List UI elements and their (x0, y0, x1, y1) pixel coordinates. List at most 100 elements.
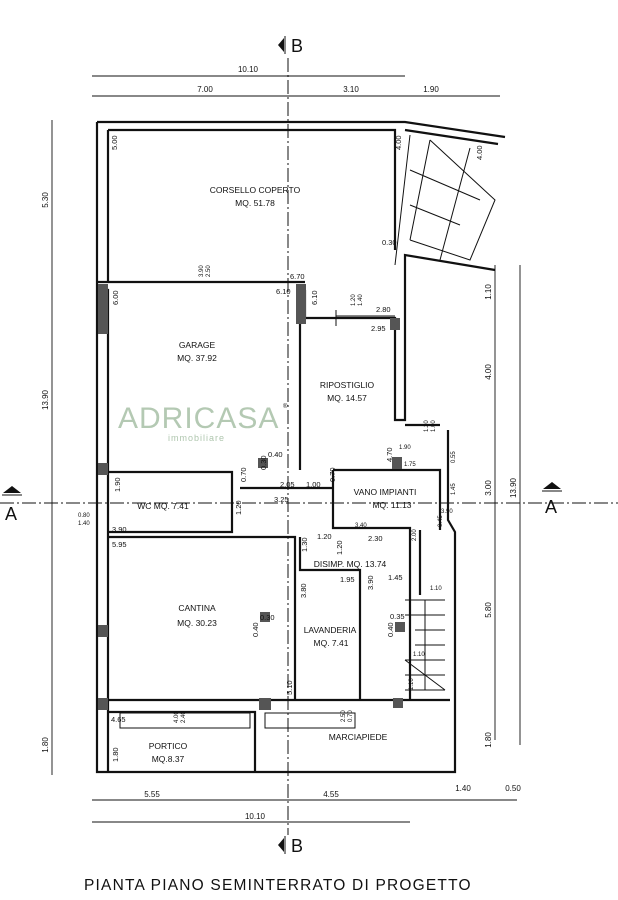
dim-interior: 1.20 (424, 420, 430, 432)
room-marciapiede: MARCIAPIEDE (329, 732, 388, 742)
logo-subtitle: immobiliare (168, 433, 225, 443)
dimension-lines (51, 75, 521, 823)
dim-interior: 6.10 (310, 290, 319, 305)
section-label-bottom: B (291, 836, 303, 856)
dim-interior: 3.90 (366, 575, 375, 590)
dim-interior: 2.00 (412, 529, 418, 541)
dim-interior: 4.00 (394, 135, 403, 150)
dim-bottom-total: 10.10 (245, 812, 266, 821)
dim-right: 4.00 (484, 364, 493, 380)
dim-interior: 5.95 (112, 540, 127, 549)
room-area-ripostiglio: MQ. 14.57 (327, 393, 367, 403)
dim-right-total: 13.90 (509, 477, 518, 498)
dim-interior: 1.90 (399, 445, 411, 451)
dim-interior: 0.45 (438, 515, 444, 527)
section-marker-left: A (2, 486, 22, 524)
dim-interior: 1.40 (78, 521, 90, 527)
dim-interior: 6.00 (111, 290, 120, 305)
dim-interior: 1.45 (451, 483, 457, 495)
dim-interior: 3.90 (441, 509, 453, 515)
dim-interior: 1.90 (113, 477, 122, 492)
dim-interior: 1.00 (306, 480, 321, 489)
dim-interior: 1.00 (431, 420, 437, 432)
room-name-corsello: CORSELLO COPERTO (210, 185, 301, 195)
room-name-garage: GARAGE (179, 340, 216, 350)
dim-interior: 4.65 (111, 715, 126, 724)
room-name-ripostiglio: RIPOSTIGLIO (320, 380, 375, 390)
room-area-vano-impianti: MQ. 11.13 (372, 500, 411, 510)
walls (95, 120, 506, 774)
dim-interior: 5.10 (285, 680, 294, 695)
dim-interior: 6.10 (276, 287, 291, 296)
dim-interior: 0.30 (260, 613, 275, 622)
dim-interior: 1.10 (430, 586, 442, 592)
dim-interior: 3.90 (199, 265, 205, 277)
room-name-vano-impianti: VANO IMPIANTI (354, 487, 417, 497)
room-area-portico: MQ.8.37 (152, 754, 185, 764)
dim-bottom: 0.50 (505, 784, 521, 793)
drawing-title: PIANTA PIANO SEMINTERRATO DI PROGETTO (84, 877, 472, 894)
adricasa-logo: ADRICASA immobiliare ® (118, 402, 288, 443)
dim-interior: 1.30 (300, 537, 309, 552)
dim-interior: 0.70 (348, 710, 354, 722)
dim-interior: 3.25 (274, 495, 289, 504)
dim-interior: 0.30 (382, 238, 397, 247)
dim-interior: 0.40 (268, 450, 283, 459)
dim-interior: 3.40 (355, 523, 367, 529)
dim-bottom: 5.55 (144, 790, 160, 799)
dim-interior: 1.80 (111, 747, 120, 762)
dim-interior: 2.50 (341, 710, 347, 722)
dim-interior: 0.40 (251, 622, 260, 637)
dim-interior: 0.40 (386, 622, 395, 637)
dim-interior: 2.95 (371, 324, 386, 333)
dim-interior: 1.40 (358, 294, 364, 306)
dim-interior: 3.80 (299, 583, 308, 598)
dim-interior: 2.05 (280, 480, 295, 489)
dim-interior: 0.30 (259, 455, 268, 470)
interior-dimensions: 5.00 4.00 4.00 0.30 3.90 2.50 6.70 6.10 … (78, 135, 484, 762)
dim-interior: 1.10 (409, 678, 415, 690)
section-marker-right: A (542, 482, 562, 517)
dim-interior: 5.00 (110, 135, 119, 150)
dim-interior: 4.00 (174, 711, 180, 723)
dim-bottom: 4.55 (323, 790, 339, 799)
room-disimpegno: DISIMP. MQ. 13.74 (314, 559, 387, 569)
logo-text: ADRICASA (118, 402, 279, 435)
room-name-lavanderia: LAVANDERIA (304, 625, 357, 635)
room-name-portico: PORTICO (149, 741, 188, 751)
room-area-cantina: MQ. 30.23 (177, 618, 217, 628)
dim-right: 3.00 (484, 480, 493, 496)
dim-bottom: 1.40 (455, 784, 471, 793)
dim-left: 1.80 (41, 737, 50, 753)
dim-interior: 2.40 (181, 711, 187, 723)
dim-interior: 1.75 (404, 462, 416, 468)
section-marker-bottom: B (278, 836, 303, 856)
dim-interior: 1.20 (317, 532, 332, 541)
dim-interior: 3.90 (112, 525, 127, 534)
section-marker-top: B (278, 36, 303, 56)
dim-interior: 4.70 (385, 447, 394, 462)
dim-interior: 0.80 (78, 513, 90, 519)
dim-top-total: 10.10 (238, 65, 259, 74)
dim-interior: 0.35 (390, 612, 405, 621)
room-wc: WC MQ. 7.41 (137, 501, 189, 511)
dim-top: 7.00 (197, 85, 213, 94)
dim-interior: 2.80 (376, 305, 391, 314)
dim-right: 5.80 (484, 602, 493, 618)
dim-interior: 0.70 (328, 467, 337, 482)
dim-interior: 2.50 (206, 265, 212, 277)
dim-interior: 6.70 (290, 272, 305, 281)
dim-interior: 0.70 (239, 467, 248, 482)
room-area-garage: MQ. 37.92 (177, 353, 217, 363)
section-label-left: A (5, 504, 17, 524)
room-name-cantina: CANTINA (178, 603, 216, 613)
dim-interior: 1.20 (351, 294, 357, 306)
dim-interior: 4.00 (475, 145, 484, 160)
section-label-right: A (545, 497, 557, 517)
dim-interior: 0.55 (451, 451, 457, 463)
dim-interior: 1.45 (388, 573, 403, 582)
room-area-corsello: MQ. 51.78 (235, 198, 275, 208)
dim-interior: 1.20 (335, 540, 344, 555)
dim-left: 5.30 (41, 192, 50, 208)
